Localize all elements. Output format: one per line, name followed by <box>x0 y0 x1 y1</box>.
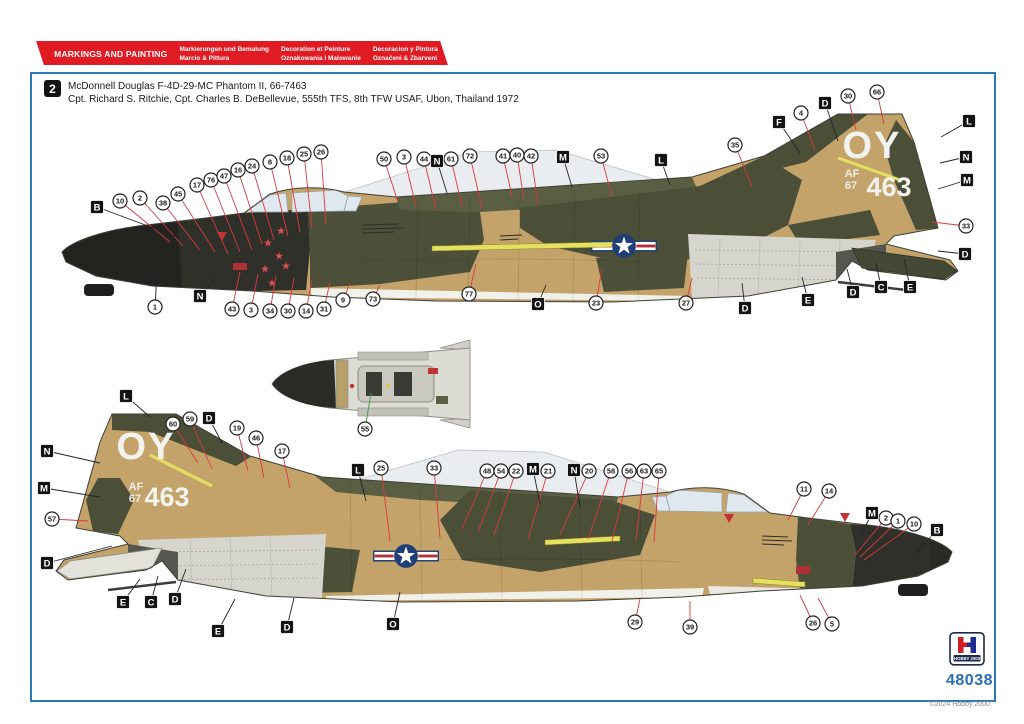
banner-text-de: Markierungen und Bemalung <box>179 45 269 53</box>
logo-text: HOBBY 2000 <box>954 656 981 661</box>
kit-number: 48038 <box>946 672 993 689</box>
hobby2000-logo: HOBBY 2000 <box>949 632 985 666</box>
banner-text-fr: Decoration et Peinture <box>280 45 351 53</box>
aircraft-description: McDonnell Douglas F-4D-29-MC Phantom II,… <box>68 80 519 106</box>
banner-text-pl: Oznakowania i Malowanie <box>280 54 361 61</box>
crew-unit-line: Cpt. Richard S. Ritchie, Cpt. Charles B.… <box>68 94 519 105</box>
banner-col-de-it: Markierungen und Bemalung Marcio & Pittu… <box>179 44 269 63</box>
scheme-header: 2 McDonnell Douglas F-4D-29-MC Phantom I… <box>44 80 519 106</box>
copyright-text: ©2024 Hobby 2000 <box>929 701 990 708</box>
scheme-box <box>30 72 996 702</box>
banner-text-es: Decoracion y Pintura <box>372 45 438 53</box>
banner-text-it: Marcio & Pittura <box>179 54 230 61</box>
banner-title: MARKINGS AND PAINTING <box>54 48 168 59</box>
banner-text-cz: Označeni & Zbarveni <box>372 54 437 61</box>
markings-banner: MARKINGS AND PAINTING Markierungen und B… <box>36 41 448 65</box>
banner-col-es-cz: Decoracion y Pintura Označeni & Zbarveni <box>373 44 438 63</box>
brand-block: HOBBY 2000 48038 <box>946 632 993 690</box>
aircraft-type-line: McDonnell Douglas F-4D-29-MC Phantom II,… <box>68 81 307 92</box>
banner-col-fr-pl: Decoration et Peinture Oznakowania i Mal… <box>281 44 361 63</box>
step-number-badge: 2 <box>44 80 61 97</box>
